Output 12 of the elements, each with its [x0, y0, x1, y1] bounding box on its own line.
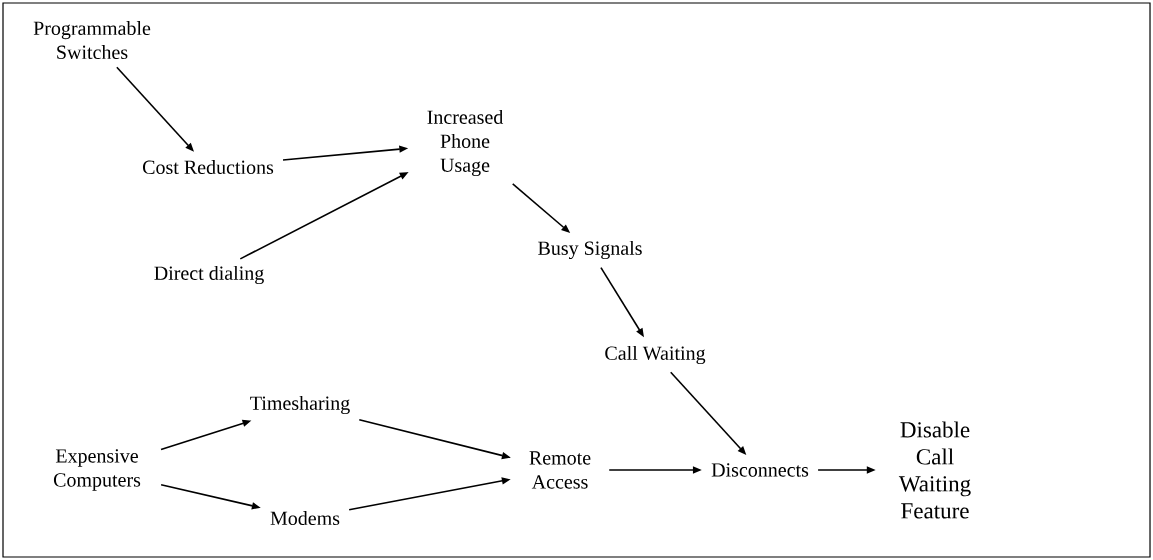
node-label: Remote Access: [529, 451, 591, 489]
node-label: Busy Signals: [538, 240, 642, 260]
node-label: Increased Phone Usage: [427, 109, 504, 177]
node-label: Timesharing: [250, 395, 350, 415]
node-label: Programmable Switches: [33, 20, 151, 59]
node-label: Direct dialing: [154, 265, 264, 285]
node-label: Modems: [270, 510, 340, 526]
node-label: Expensive Computers: [53, 449, 141, 491]
node-label: Call Waiting: [605, 345, 706, 365]
node-label: Cost Reductions: [143, 159, 274, 175]
node-label: Disable Call Waiting Feature: [898, 421, 971, 519]
node-label: Disconnects: [711, 463, 809, 477]
